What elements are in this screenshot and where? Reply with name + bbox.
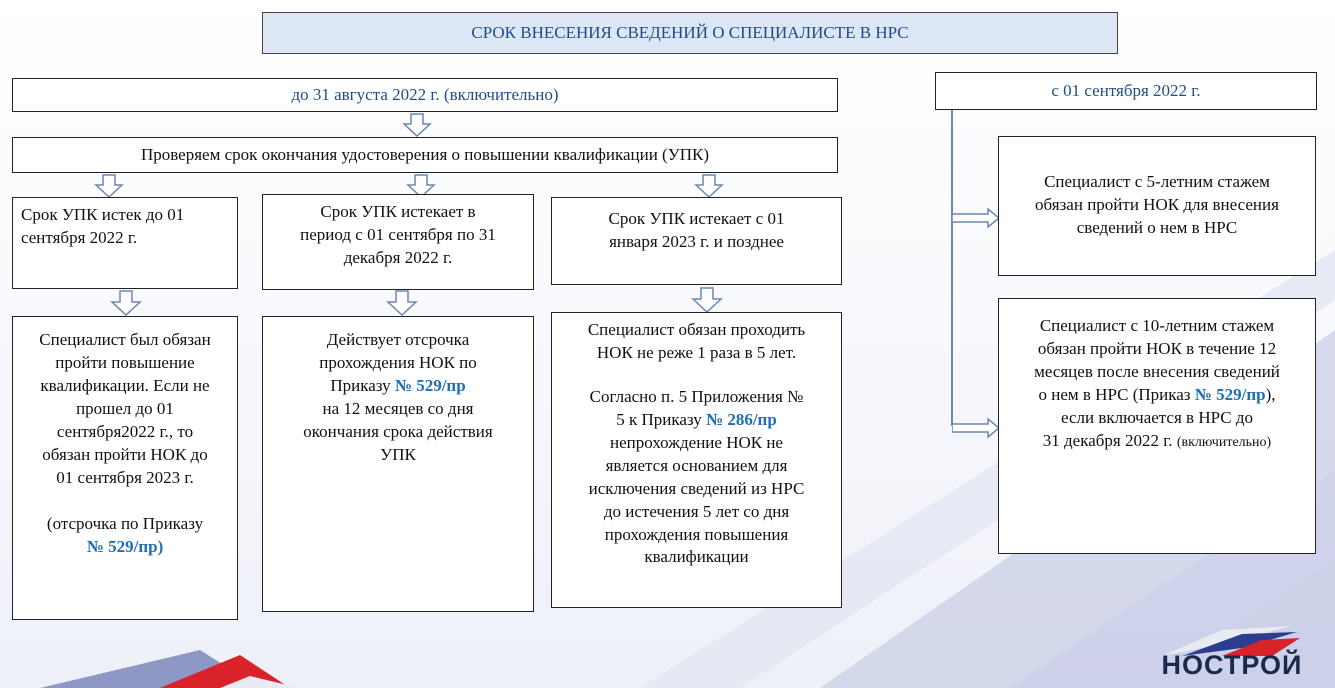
result-col2: Действует отсрочка прохождения НОК по Пр…	[262, 316, 534, 612]
specialist-text: Специалист с 5-летним стажем	[1044, 172, 1270, 191]
result-text: прохождения НОК по	[319, 352, 477, 372]
condition-text: Срок УПК истекает в	[320, 202, 476, 221]
result-text: Специалист обязан проходить	[587, 320, 806, 339]
condition-text: сентября 2022 г.	[21, 227, 138, 247]
nostroy-logo-icon	[1162, 626, 1300, 656]
down-arrow-icon	[386, 290, 418, 316]
right-arrow-icon	[952, 418, 1000, 438]
right-arrow-icon	[952, 208, 1000, 228]
result-note: (отсрочка по Приказу	[46, 513, 204, 533]
down-arrow-icon	[402, 113, 432, 137]
specialist-text: обязан пройти НОК для внесения	[1035, 194, 1279, 214]
result-text: пройти повышение	[55, 352, 195, 372]
condition-text: декабря 2022 г.	[343, 247, 453, 267]
result-text: на 12 месяцев со дня	[322, 398, 474, 418]
period-before-sept-2022: до 31 августа 2022 г. (включительно)	[12, 78, 838, 112]
result-col3: Специалист обязан проходить НОК не реже …	[551, 312, 842, 608]
specialist-text: о нем в НРС (Приказ	[1038, 384, 1195, 404]
result-col1: Специалист был обязан пройти повышение к…	[12, 316, 238, 620]
result-text: квалификации. Если не	[40, 375, 210, 395]
specialist-text: обязан пройти НОК в течение 12	[1037, 338, 1277, 358]
result-text: до истечения 5 лет со дня	[603, 501, 790, 521]
result-text: окончания срока действия	[303, 421, 493, 441]
specialist-text: Специалист с 10-летним стажем	[1039, 316, 1275, 335]
specialist-text: 31 декабря 2022 г.	[1042, 430, 1177, 450]
result-text: 5 к Приказу	[616, 409, 706, 429]
result-text: сентября2022 г., то	[56, 421, 194, 441]
order-286-reference: № 286/пр	[705, 409, 777, 429]
condition-expired-before-sept: Срок УПК истек до 01 сентября 2022 г.	[12, 197, 238, 289]
specialist-text: месяцев после внесения сведений	[1034, 361, 1280, 381]
result-text: Приказу	[330, 375, 395, 395]
order-529-reference: № 529/пр)	[86, 536, 164, 556]
specialist-text: если включается в НРС до	[1060, 407, 1253, 427]
check-upk-expiry-bar: Проверяем срок окончания удостоверения о…	[12, 137, 838, 173]
result-text: исключения сведений из НРС	[588, 478, 805, 498]
result-text: 01 сентября 2023 г.	[56, 467, 194, 487]
condition-text: Срок УПК истек до 01	[21, 205, 185, 224]
specialist-text: ),	[1265, 384, 1276, 404]
result-text: прошел до 01	[76, 398, 174, 418]
down-arrow-icon	[406, 174, 436, 198]
down-arrow-icon	[691, 287, 723, 313]
condition-expires-sept-dec: Срок УПК истекает в период с 01 сентября…	[262, 194, 534, 290]
nostroy-logo-text: НОСТРОЙ	[1161, 650, 1303, 680]
period-from-sept-2022: с 01 сентября 2022 г.	[935, 72, 1317, 110]
condition-text: период с 01 сентября по 31	[300, 224, 496, 244]
result-text: непрохождение НОК не	[610, 432, 783, 452]
condition-text: января 2023 г. и позднее	[609, 231, 784, 251]
down-arrow-icon	[94, 174, 124, 198]
down-arrow-icon	[694, 174, 724, 198]
condition-text: Срок УПК истекает с 01	[608, 209, 785, 228]
specialist-text-small: (включительно)	[1176, 434, 1272, 450]
result-text: является основанием для	[605, 455, 788, 475]
specialist-text: сведений о нем в НРС	[1076, 217, 1238, 237]
order-529-reference: № 529/пр	[1194, 384, 1266, 404]
condition-expires-2023-later: Срок УПК истекает с 01 января 2023 г. и …	[551, 197, 842, 285]
result-text: обязан пройти НОК до	[42, 444, 208, 464]
result-text: НОК не реже 1 раза в 5 лет.	[596, 342, 797, 362]
result-text: УПК	[380, 444, 416, 464]
result-text: Действует отсрочка	[326, 330, 470, 349]
result-text: прохождения повышения	[604, 524, 789, 544]
result-text: Согласно п. 5 Приложения №	[589, 386, 804, 406]
specialist-5-year-box: Специалист с 5-летним стажем обязан прой…	[998, 136, 1316, 276]
specialist-10-year-box: Специалист с 10-летним стажем обязан про…	[998, 298, 1316, 554]
order-529-reference: № 529/пр	[394, 375, 466, 395]
down-arrow-icon	[110, 290, 142, 316]
connector-line	[951, 110, 953, 426]
result-text: квалификации	[644, 547, 749, 567]
result-text: Специалист был обязан	[39, 330, 211, 349]
diagram-title: СРОК ВНЕСЕНИЯ СВЕДЕНИЙ О СПЕЦИАЛИСТЕ В Н…	[262, 12, 1118, 54]
